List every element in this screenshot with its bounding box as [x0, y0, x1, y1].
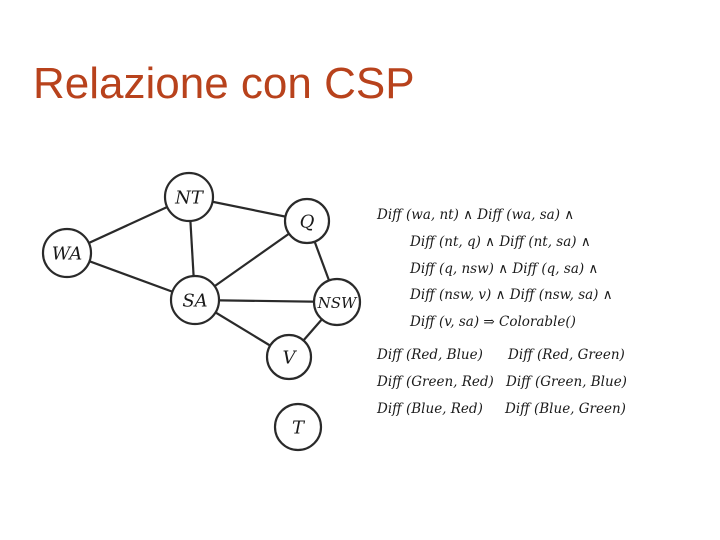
node-label-wa: WA — [52, 244, 83, 265]
node-sa: SA — [169, 274, 221, 326]
node-nt: NT — [163, 171, 215, 223]
formula-line-2: Diff (nt, q) ∧ Diff (nt, sa) ∧ — [410, 234, 591, 250]
formula-line-4: Diff (nsw, v) ∧ Diff (nsw, sa) ∧ — [410, 287, 613, 303]
node-label-nt: NT — [174, 188, 205, 209]
node-t: T — [273, 402, 323, 452]
node-nsw: NSW — [312, 277, 362, 327]
node-label-v: V — [283, 348, 298, 369]
node-wa: WA — [41, 227, 93, 279]
slide-title: Relazione con CSP — [33, 59, 415, 108]
formula-line-5: Diff (v, sa) ⇒ Colorable() — [410, 314, 576, 330]
formula-line-3: Diff (q, nsw) ∧ Diff (q, sa) ∧ — [410, 261, 599, 277]
fact-row-2-left: Diff (Green, Red) — [377, 374, 494, 390]
fact-row-3-left: Diff (Blue, Red) — [377, 401, 483, 417]
node-circle-nsw — [312, 277, 362, 327]
node-label-q: Q — [300, 212, 315, 233]
fact-row-2-right: Diff (Green, Blue) — [506, 374, 627, 390]
node-circle-sa — [169, 274, 221, 326]
fact-row-1-right: Diff (Red, Green) — [508, 347, 625, 363]
node-label-t: T — [292, 418, 306, 439]
node-circle-q — [283, 197, 331, 245]
node-circle-t — [273, 402, 323, 452]
node-q: Q — [283, 197, 331, 245]
node-circle-wa — [41, 227, 93, 279]
node-v: V — [265, 333, 313, 381]
formula-line-1: Diff (wa, nt) ∧ Diff (wa, sa) ∧ — [377, 207, 575, 223]
graph-nodes: NT Q WA SA NSW V T — [41, 171, 362, 452]
fact-row-3-right: Diff (Blue, Green) — [505, 401, 626, 417]
node-circle-nt — [163, 171, 215, 223]
fact-row-1-left: Diff (Red, Blue) — [377, 347, 483, 363]
node-label-sa: SA — [182, 291, 207, 312]
node-circle-v — [265, 333, 313, 381]
node-label-nsw: NSW — [317, 294, 358, 312]
